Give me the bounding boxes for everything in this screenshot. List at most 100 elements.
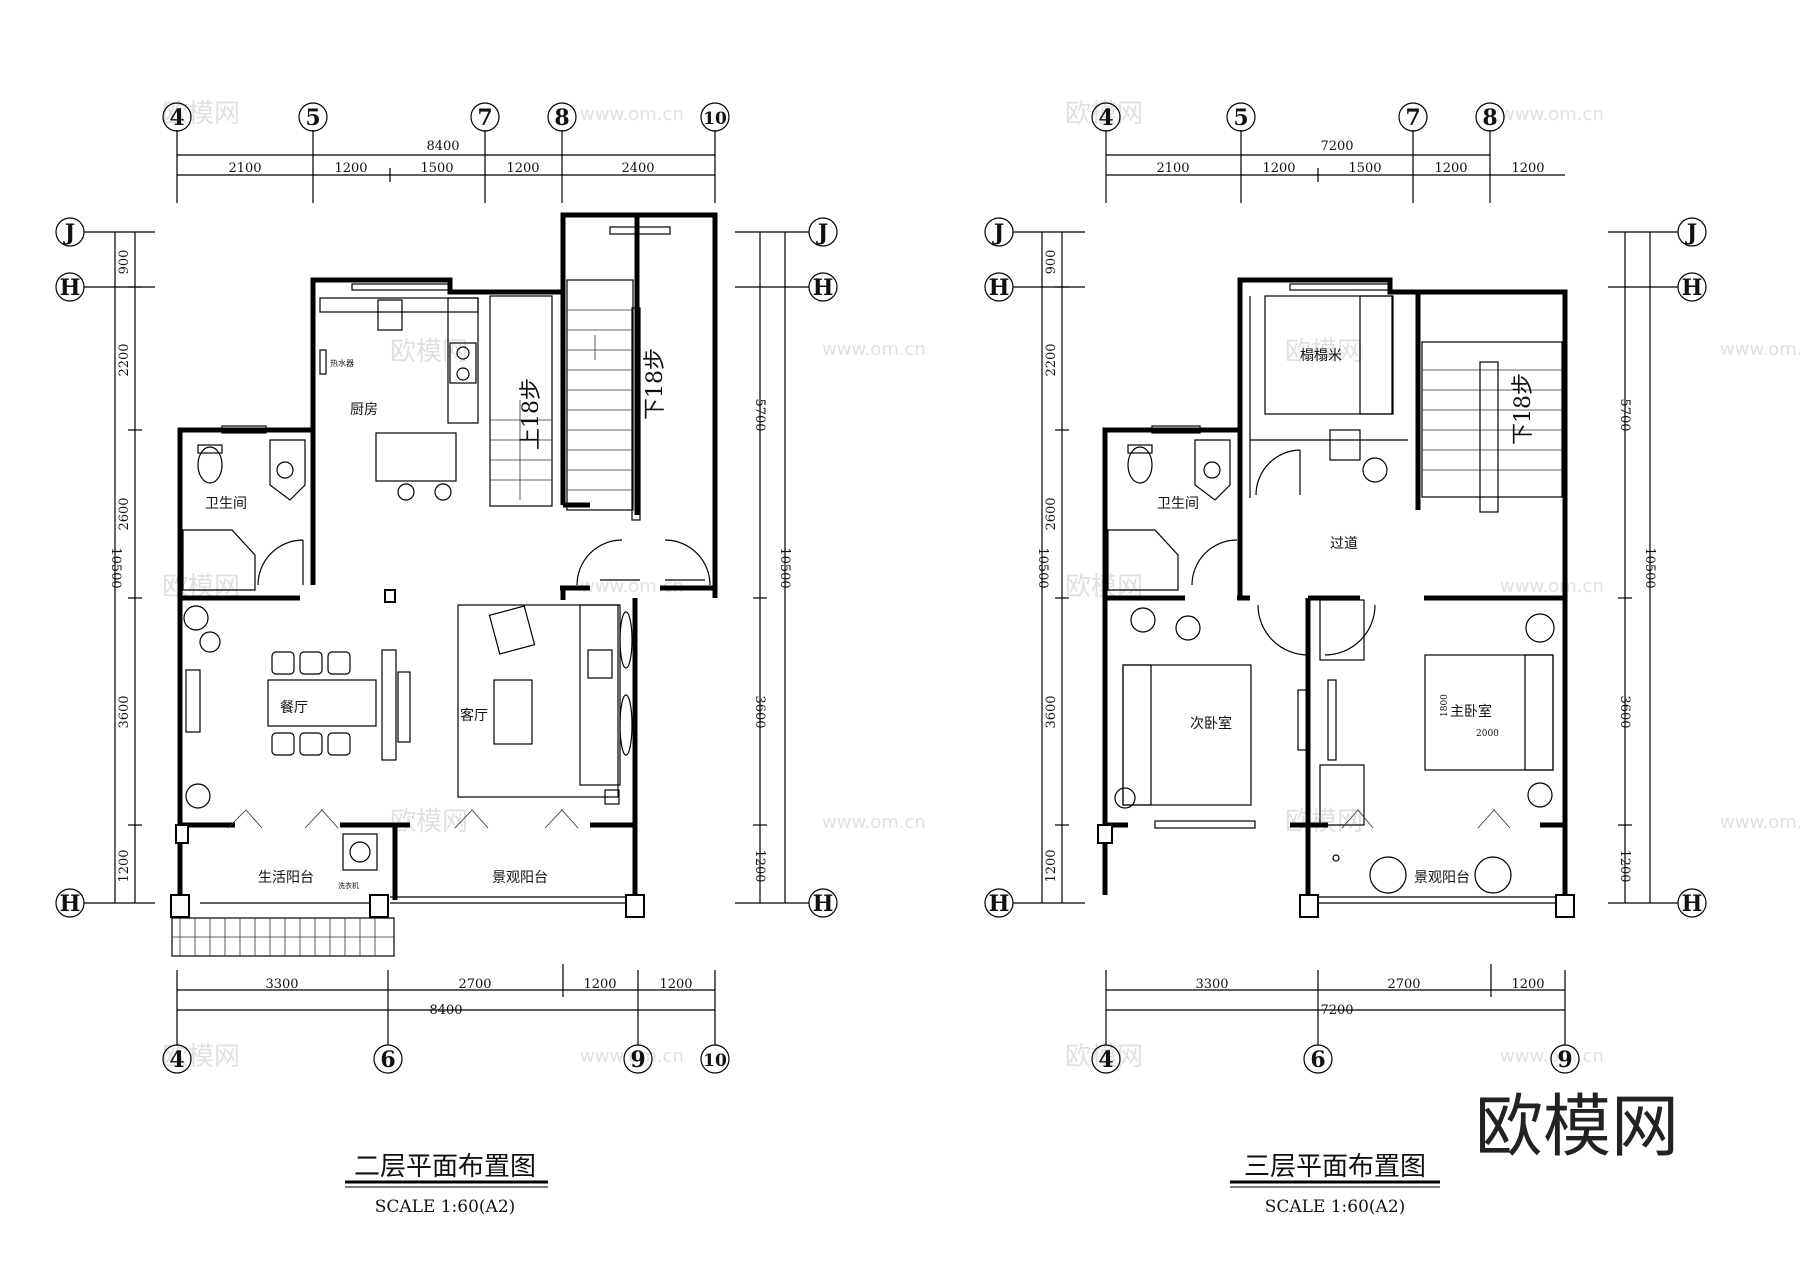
room-label-living: 客厅: [460, 707, 488, 724]
grid-label: H: [1682, 275, 1703, 301]
grid-label: 4: [169, 1047, 184, 1073]
top-dimensions: 7200 2100 1200 1500 1200 1200: [1105, 130, 1565, 203]
grid-label: 10: [703, 1051, 727, 1071]
watermark-url: www.om.cn: [1500, 104, 1604, 125]
watermark-url: www.om.cn: [822, 339, 926, 360]
grid-label: 9: [1557, 1047, 1572, 1073]
shower-tray: [182, 529, 256, 591]
room-label-kitchen: 厨房: [350, 402, 378, 418]
dim-text: 7200: [1320, 1003, 1353, 1018]
room-label-bathroom: 卫生间: [205, 496, 247, 512]
watermark-url: www.om.cn: [580, 576, 684, 597]
grid-label: J: [992, 220, 1004, 246]
dim-text: 1200: [1511, 977, 1544, 992]
grid-bubble: [700, 102, 730, 132]
grid-label: H: [60, 891, 81, 917]
bottom-dimensions: 3300 2700 1200 1200 8400: [176, 964, 716, 1045]
grid-label: 6: [1310, 1047, 1325, 1073]
dim-text: 1500: [420, 161, 453, 176]
balcony-chair: [1474, 856, 1512, 894]
grid-label: J: [1685, 220, 1697, 246]
dim-text: 2600: [1044, 497, 1059, 530]
dim-text: 3300: [265, 977, 298, 992]
bottom-grid-bubbles: 4 6 9 10: [162, 1044, 730, 1074]
watermark: 欧模网: [1065, 99, 1143, 129]
dim-text: 10500: [1642, 547, 1657, 588]
dim-text: 10500: [1035, 547, 1050, 588]
living-rug: [457, 604, 619, 798]
grid-bubble: [470, 102, 500, 132]
room-label-dining: 餐厅: [280, 700, 308, 716]
bottom-grid-bubbles: 4 6 9: [1091, 1044, 1580, 1074]
grid-label: 4: [1098, 1047, 1113, 1073]
dim-text: 1200: [659, 977, 692, 992]
grid-label: H: [1682, 891, 1703, 917]
sideboard: [381, 649, 397, 761]
watermark-url: www.om.cn: [580, 1046, 684, 1067]
grid-bubble: [298, 102, 328, 132]
grid-label: 4: [169, 105, 184, 131]
dim-text: 900: [1044, 250, 1059, 275]
watermark-layer: 欧模网 www.om.cn 欧模网 www.om.cn 欧模网 www.om.c…: [162, 99, 1800, 1072]
watermark: 欧模网: [390, 807, 468, 837]
dim-text: 2200: [1044, 343, 1059, 376]
grid-label: 4: [1098, 105, 1113, 131]
third-floor-plan: 7200 2100 1200 1500 1200 1200 4 5 7 8 J …: [984, 102, 1707, 1217]
watermark: 欧模网: [390, 337, 468, 367]
grid-label: J: [63, 220, 75, 246]
top-dimensions: 8400 2100 1200 1500 1200 2400: [176, 130, 716, 203]
shower-tray: [1107, 529, 1179, 591]
top-grid-bubbles: 4 5 7 8: [1091, 102, 1505, 132]
dim-text: 1200: [583, 977, 616, 992]
watermark: 欧模网: [1285, 337, 1363, 367]
bed-width-label: 1800: [1440, 694, 1450, 717]
watermark-url: www.om.cn: [580, 104, 684, 125]
tatami-platform: [1264, 295, 1394, 415]
room-label-view-balcony: 景观阳台: [492, 870, 548, 886]
grid-label: 8: [554, 105, 569, 131]
room-label-master-bedroom: 主卧室: [1450, 703, 1492, 720]
grid-label: 8: [1482, 105, 1497, 131]
grid-label: H: [989, 891, 1010, 917]
armchair: [488, 605, 536, 655]
stair-up-label: 上18步: [519, 378, 544, 450]
island-counter: [375, 432, 457, 482]
washer-label: 洗衣机: [338, 881, 359, 890]
bathroom-fixtures: [1107, 439, 1231, 591]
plan-scale-text: SCALE 1:60(A2): [375, 1197, 516, 1217]
grid-label: 6: [380, 1047, 395, 1073]
coffee-table: [493, 679, 533, 745]
room-labels: 厨房 卫生间 餐厅 客厅 生活阳台 景观阳台: [205, 402, 548, 886]
watermark: 欧模网: [162, 99, 240, 129]
doors: [257, 539, 711, 586]
watermark-url: www.om.cn: [1500, 576, 1604, 597]
dim-text: 1200: [506, 161, 539, 176]
washer-icon: [342, 833, 378, 871]
staircase: 上18步 下18步: [489, 279, 668, 521]
grid-label: 5: [305, 105, 320, 131]
dim-text: 5700: [1617, 398, 1632, 431]
dim-text: 2400: [621, 161, 654, 176]
room-label-view-balcony: 景观阳台: [1414, 870, 1470, 886]
balcony-chair: [1369, 856, 1407, 894]
plan-title-text: 二层平面布置图: [354, 1152, 536, 1182]
wardrobe: [1319, 599, 1365, 661]
dim-text: 8400: [426, 139, 459, 154]
dim-text: 1200: [1617, 849, 1632, 882]
grid-label: 9: [630, 1047, 645, 1073]
toilet-icon: [1127, 446, 1153, 484]
dim-text: 2700: [1387, 977, 1420, 992]
grid-label: 10: [703, 109, 727, 129]
dim-text: 3600: [1617, 695, 1632, 728]
grid-label: 7: [477, 105, 492, 131]
water-heater-label: 热水器: [330, 358, 354, 368]
room-label-second-bedroom: 次卧室: [1190, 715, 1232, 732]
watermark: 欧模网: [1065, 1042, 1143, 1072]
dim-text: 8400: [429, 1003, 462, 1018]
dim-text: 900: [117, 250, 132, 275]
balcony-railing: [171, 917, 395, 957]
top-grid-bubbles: 4 5 7 8 10: [162, 102, 730, 132]
brand-logo: 欧模网: [1475, 1088, 1679, 1167]
